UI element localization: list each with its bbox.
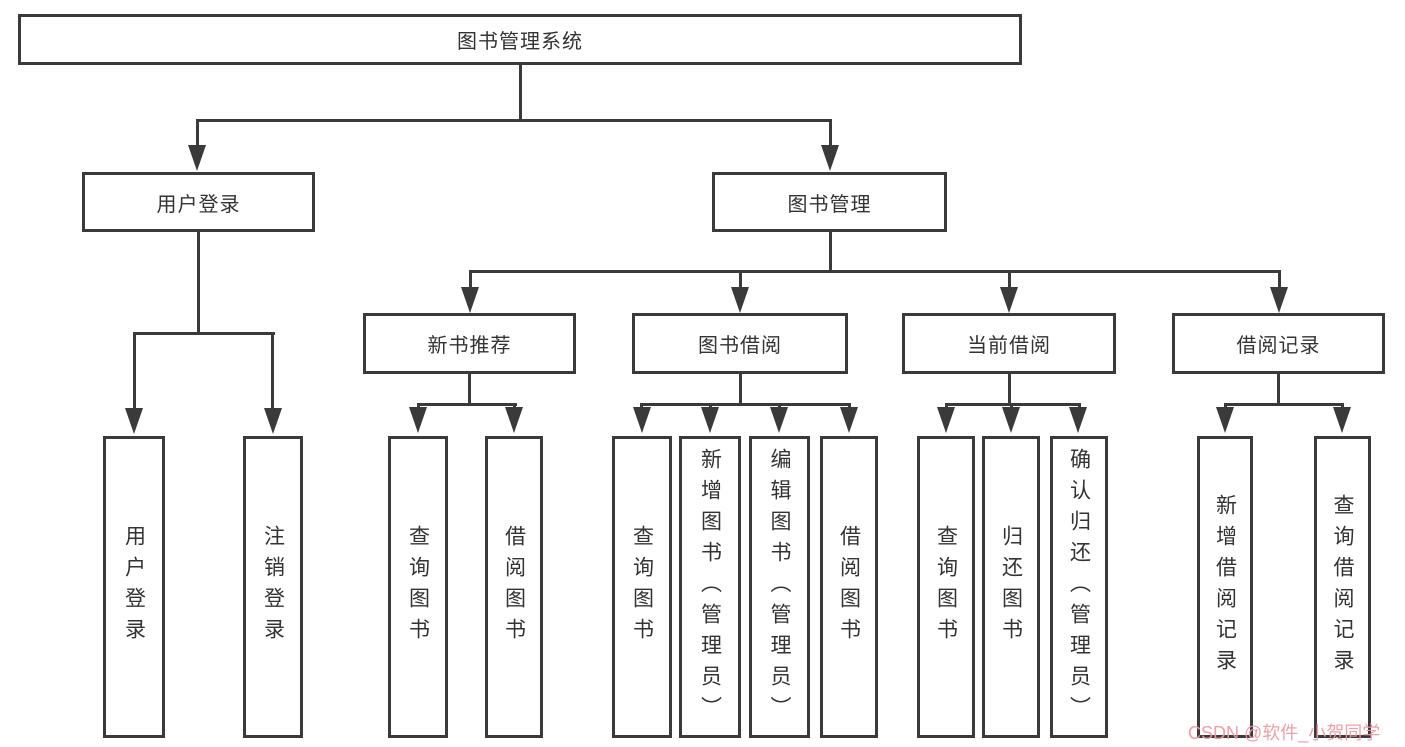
connector-line [469,270,1281,273]
arrow-down-icon [840,407,858,433]
connector-line [945,403,1081,406]
connector-line [133,332,136,410]
node-current-borrow: 当前借阅 [902,313,1116,374]
connector-line [417,403,517,406]
leaf-borrow-query-books: 查询图书 [612,436,672,738]
leaf-newbook-query-books-label: 查询图书 [406,525,430,649]
arrow-down-icon [1069,407,1087,433]
leaf-records-query-record: 查询借阅记录 [1314,436,1371,738]
connector-line [133,332,275,335]
connector-line [1008,374,1011,406]
leaf-current-confirm-return-admin: 确认归还（管理员） [1050,436,1108,738]
connector-line [196,119,199,149]
arrow-down-icon [409,407,427,433]
leaf-borrow-edit-books-admin-label: 编辑图书（管理员） [768,447,791,727]
arrow-down-icon [937,407,955,433]
leaf-newbook-query-books: 查询图书 [388,436,448,738]
arrow-down-icon [461,287,479,313]
arrow-down-icon [264,408,282,434]
connector-line [196,119,832,122]
arrow-down-icon [188,145,206,171]
connector-line [197,232,200,335]
node-root: 图书管理系统 [18,14,1022,65]
node-borrow-records-label: 借阅记录 [1236,335,1321,357]
leaf-current-query-books: 查询图书 [917,436,975,738]
node-new-book-recommend-label: 新书推荐 [427,335,512,357]
leaf-borrow-edit-books-admin: 编辑图书（管理员） [749,436,810,738]
arrow-down-icon [1270,287,1288,313]
arrow-down-icon [1333,407,1351,433]
connector-line [1008,270,1011,290]
arrow-down-icon [1002,407,1020,433]
arrow-down-icon [701,407,719,433]
leaf-current-confirm-return-admin-label: 确认归还（管理员） [1067,447,1091,727]
connector-line [468,374,471,406]
connector-line [1278,270,1281,290]
leaf-records-query-record-label: 查询借阅记录 [1331,494,1354,680]
arrow-down-icon [770,407,788,433]
leaf-records-add-record-label: 新增借阅记录 [1213,494,1237,680]
connector-line [469,270,472,290]
node-book-borrow-label: 图书借阅 [698,335,782,357]
leaf-newbook-borrow-books: 借阅图书 [485,436,543,738]
connector-line [829,119,832,149]
arrow-down-icon [1000,287,1018,313]
csdn-watermark: CSDN @软件_小贺同学 [1188,723,1381,743]
leaf-borrow-borrow-books-label: 借阅图书 [837,525,861,649]
arrow-down-icon [1216,407,1234,433]
node-book-management: 图书管理 [712,172,947,232]
leaf-records-add-record: 新增借阅记录 [1197,436,1253,738]
node-user-login: 用户登录 [82,172,315,232]
node-user-login-label: 用户登录 [156,193,241,216]
leaf-borrow-add-books-admin: 新增图书（管理员） [679,436,741,738]
connector-line [739,270,742,290]
connector-line [519,65,522,122]
leaf-logout-label: 注销登录 [261,525,285,649]
connector-line [271,332,274,410]
node-book-borrow: 图书借阅 [632,313,848,374]
arrow-down-icon [731,287,749,313]
node-borrow-records: 借阅记录 [1172,313,1385,374]
leaf-current-query-books-label: 查询图书 [934,525,958,649]
node-root-label: 图书管理系统 [457,31,583,53]
node-new-book-recommend: 新书推荐 [363,313,576,374]
node-book-management-label: 图书管理 [787,193,872,216]
arrow-down-icon [633,407,651,433]
leaf-logout: 注销登录 [243,436,303,738]
arrow-down-icon [505,407,523,433]
arrow-down-icon [125,408,143,434]
leaf-current-return-books: 归还图书 [982,436,1040,738]
connector-line [1277,374,1280,406]
node-current-borrow-label: 当前借阅 [967,335,1051,357]
leaf-borrow-query-books-label: 查询图书 [630,525,654,649]
leaf-current-return-books-label: 归还图书 [999,525,1023,649]
leaf-newbook-borrow-books-label: 借阅图书 [502,525,526,649]
leaf-user-login-label: 用户登录 [122,525,146,649]
connector-line [1224,403,1344,406]
arrow-down-icon [821,145,839,171]
connector-line [829,232,832,273]
connector-line [739,374,742,406]
leaf-borrow-borrow-books: 借阅图书 [820,436,878,738]
leaf-user-login: 用户登录 [103,436,165,738]
connector-line [640,403,851,406]
leaf-borrow-add-books-admin-label: 新增图书（管理员） [698,447,722,727]
